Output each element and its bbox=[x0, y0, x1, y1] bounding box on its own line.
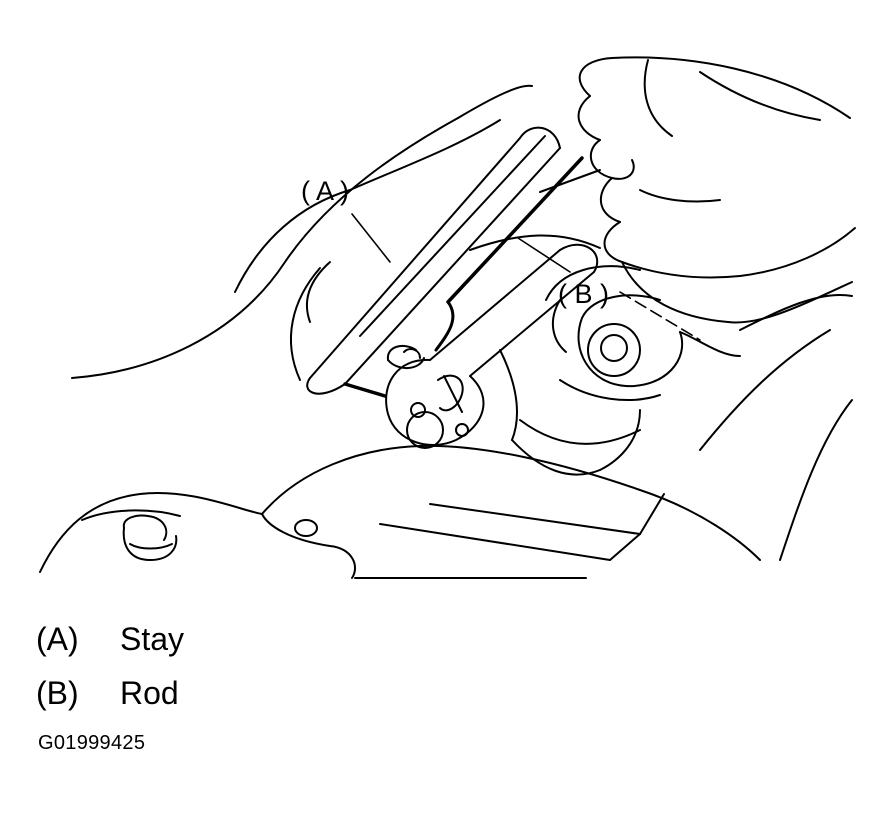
mount-block bbox=[469, 234, 661, 476]
bushing bbox=[551, 294, 741, 388]
legend-item-a: (A) Stay bbox=[36, 612, 184, 666]
figure-id: G01999425 bbox=[38, 732, 146, 754]
stay-part bbox=[306, 126, 561, 395]
leader-lines bbox=[351, 213, 701, 341]
legend-label-rod: Rod bbox=[120, 675, 179, 711]
crossmember bbox=[39, 294, 853, 579]
bolt-socket bbox=[386, 344, 444, 449]
floor-panel-outline bbox=[71, 84, 533, 381]
legend-label-stay: Stay bbox=[120, 621, 185, 657]
callout-b-label: ( B ) bbox=[558, 279, 609, 309]
callout-a-label: ( A ) bbox=[301, 176, 349, 206]
hand-illustration bbox=[577, 56, 856, 324]
lower-bolt bbox=[122, 514, 178, 561]
wrench-tool bbox=[385, 243, 599, 446]
legend: (A) Stay (B) Rod bbox=[36, 612, 184, 720]
rod-part bbox=[343, 156, 601, 398]
legend-key-b: (B) bbox=[36, 675, 79, 711]
legend-item-b: (B) Rod bbox=[36, 666, 184, 720]
stay-and-rod-illustration: ( A ) ( B ) bbox=[39, 56, 856, 579]
legend-key-a: (A) bbox=[36, 621, 79, 657]
